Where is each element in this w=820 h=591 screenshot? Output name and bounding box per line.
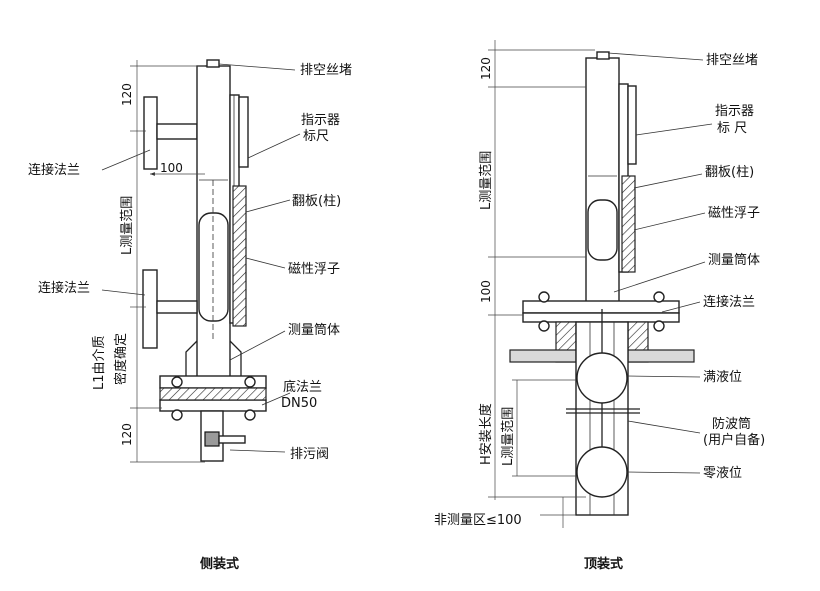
top-mount-drawing	[488, 40, 713, 528]
top-main-tube	[585, 57, 620, 310]
top-flange-upper	[522, 300, 680, 314]
top-zero-level-label: 零液位	[703, 466, 742, 481]
top-flap-column	[621, 175, 636, 273]
top-user-prep-label: (用户自备)	[703, 432, 765, 448]
top-bolt-right-b	[653, 320, 665, 332]
side-dim-range: L测量范围	[120, 196, 135, 255]
side-float-label: 磁性浮子	[288, 262, 340, 277]
side-dim-bottom: 120	[120, 423, 134, 446]
side-mid-flange-plate	[142, 269, 158, 349]
side-bottom-flange-label: 底法兰	[283, 379, 322, 395]
top-full-level-label: 满液位	[703, 370, 742, 385]
top-flange-lower	[522, 312, 680, 323]
side-bolt-right-top	[244, 376, 256, 388]
side-bolt-left-bottom	[171, 409, 183, 421]
side-vent-plug-label: 排空丝堵	[300, 63, 352, 78]
top-full-level-float	[576, 352, 628, 404]
side-indicator-label: 指示器	[301, 113, 340, 128]
side-magnetic-float	[198, 212, 229, 322]
top-float-label: 磁性浮子	[708, 206, 760, 221]
side-bolt-left-top	[171, 376, 183, 388]
side-dim-offset: 100	[160, 161, 183, 175]
side-vent-plug	[206, 59, 220, 68]
side-bolt-right-bottom	[244, 409, 256, 421]
top-bolt-left-a	[538, 291, 550, 303]
top-bolt-left-b	[538, 320, 550, 332]
side-scale-label: 标尺	[303, 129, 329, 144]
top-zero-level-float	[576, 446, 628, 498]
top-scale-label: 标 尺	[717, 121, 747, 136]
side-dim-top: 120	[120, 83, 134, 106]
side-drain-valve-body	[204, 431, 220, 447]
top-non-measure-label: 非测量区≤100	[434, 513, 522, 528]
top-vent-plug	[596, 51, 610, 60]
side-mid-nozzle	[156, 300, 198, 314]
side-dim-l1-b: 密度确定	[113, 333, 129, 385]
side-drain-valve-label: 排污阀	[290, 447, 329, 462]
side-top-flange-plate	[143, 96, 158, 170]
top-flange-label: 连接法兰	[703, 294, 755, 310]
top-vessel-roof-right	[627, 349, 695, 363]
top-inner-float	[587, 199, 618, 261]
top-tube-label: 测量筒体	[708, 252, 760, 268]
side-scale-plate	[238, 96, 249, 168]
top-vent-plug-label: 排空丝堵	[706, 53, 758, 68]
side-dim-l1-a: L1由介质	[92, 335, 107, 390]
side-top-flange-label: 连接法兰	[28, 162, 80, 178]
side-flap-column	[232, 185, 247, 327]
top-dim-install: H安装长度	[478, 403, 494, 465]
top-flap-label: 翻板(柱)	[705, 165, 754, 180]
top-bolt-right-a	[653, 291, 665, 303]
side-bottom-gasket	[159, 387, 267, 401]
top-dim-top: 120	[479, 57, 493, 80]
side-drain-valve-handle	[218, 435, 246, 444]
top-dim-range: L测量范围	[479, 151, 494, 210]
top-scale-plate	[627, 85, 637, 165]
top-wave-tube-label: 防波筒	[712, 416, 751, 432]
side-mid-flange-label: 连接法兰	[38, 280, 90, 296]
side-mount-drawing	[101, 59, 301, 463]
top-vessel-roof-left	[509, 349, 577, 363]
top-dim-mid: 100	[479, 280, 493, 303]
top-dim-range2: L测量范围	[501, 407, 516, 466]
side-flap-label: 翻板(柱)	[292, 194, 341, 209]
top-view-title: 顶装式	[584, 556, 623, 572]
side-tube-label: 测量筒体	[288, 322, 340, 338]
side-top-nozzle	[156, 123, 198, 140]
side-view-title: 侧装式	[200, 556, 239, 572]
side-dn-label: DN50	[281, 396, 317, 411]
top-indicator-label: 指示器	[715, 104, 754, 119]
